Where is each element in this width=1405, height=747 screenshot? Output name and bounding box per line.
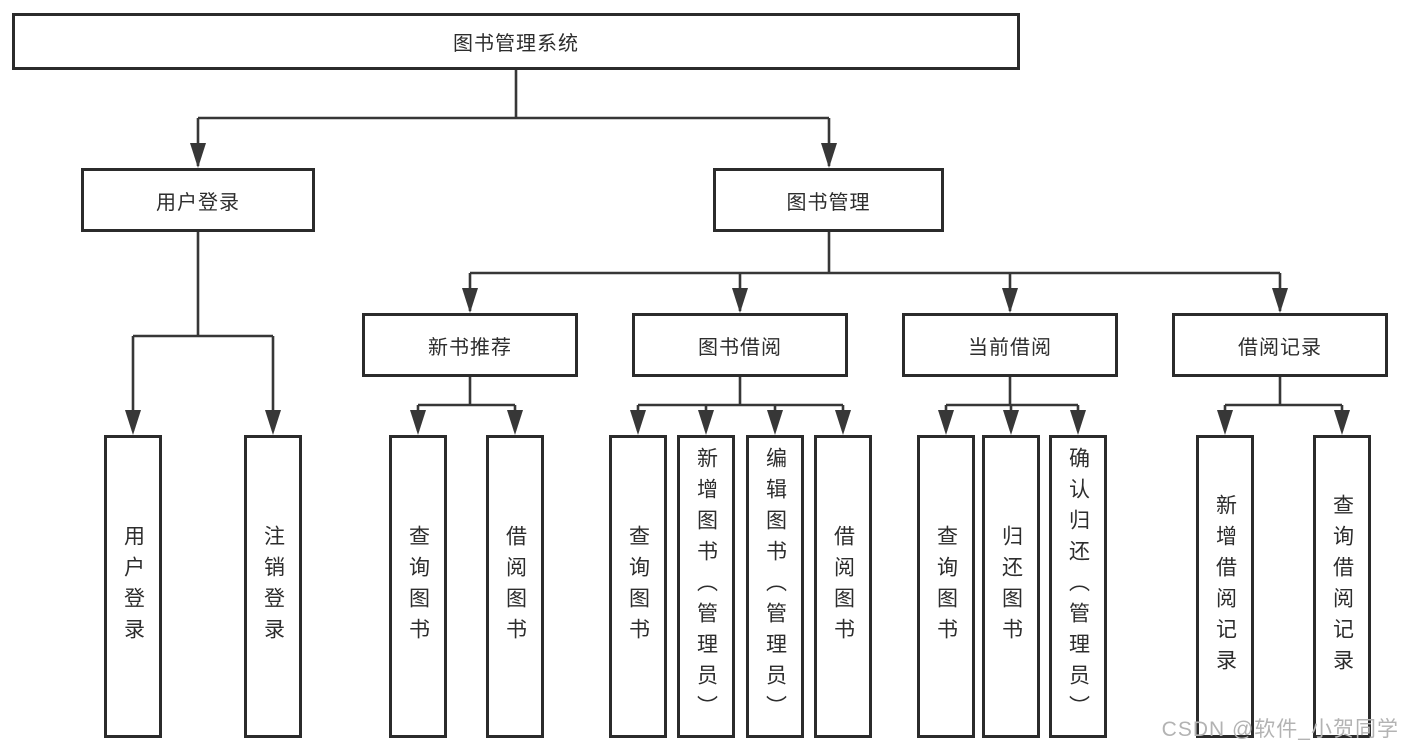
node-label: 当前借阅: [968, 336, 1052, 359]
leaf-borrow-book: 借阅图书: [814, 435, 872, 738]
leaf-borrow-book-recommend: 借阅图书: [486, 435, 544, 738]
node-label: 用户登录: [156, 191, 240, 214]
leaf-edit-book-admin: 编辑图书（管理员）: [746, 435, 804, 738]
node-borrow-records: 借阅记录: [1172, 313, 1388, 377]
node-label: 借阅图书: [503, 524, 527, 649]
node-label: 图书管理: [786, 191, 871, 214]
node-label: 注销登录: [261, 524, 285, 649]
leaf-query-book-recommend: 查询图书: [389, 435, 447, 738]
node-label: 查询图书: [626, 524, 650, 649]
node-label: 图书借阅: [698, 336, 782, 359]
node-label: 借阅图书: [831, 524, 855, 649]
leaf-query-borrow-record: 查询借阅记录: [1313, 435, 1371, 738]
node-label: 图书管理系统: [453, 33, 579, 55]
node-book-management: 图书管理: [713, 168, 944, 232]
leaf-add-borrow-record: 新增借阅记录: [1196, 435, 1254, 738]
node-new-book-recommend: 新书推荐: [362, 313, 578, 377]
leaf-user-login: 用户登录: [104, 435, 162, 738]
node-label: 编辑图书（管理员）: [763, 447, 787, 726]
node-user-login: 用户登录: [81, 168, 315, 232]
node-label: 归还图书: [999, 524, 1023, 649]
csdn-watermark: CSDN @软件_小贺同学: [1161, 718, 1399, 741]
node-library-management-system: 图书管理系统: [12, 13, 1020, 70]
leaf-query-book-current: 查询图书: [917, 435, 975, 738]
leaf-query-book-borrow: 查询图书: [609, 435, 667, 738]
node-label: 新增图书（管理员）: [694, 447, 718, 726]
node-label: 新增借阅记录: [1213, 493, 1237, 680]
node-label: 用户登录: [121, 524, 145, 649]
node-label: 查询图书: [406, 524, 430, 649]
node-label: 新书推荐: [428, 336, 512, 359]
leaf-add-book-admin: 新增图书（管理员）: [677, 435, 735, 738]
arrowhead-icons: [125, 143, 1350, 435]
leaf-logout: 注销登录: [244, 435, 302, 738]
node-book-borrow: 图书借阅: [632, 313, 848, 377]
node-label: 借阅记录: [1238, 336, 1322, 359]
node-label: 查询图书: [934, 524, 958, 649]
leaf-return-book: 归还图书: [982, 435, 1040, 738]
node-label: 确认归还（管理员）: [1066, 447, 1090, 726]
leaf-confirm-return-admin: 确认归还（管理员）: [1049, 435, 1107, 738]
node-current-borrow: 当前借阅: [902, 313, 1118, 377]
node-label: 查询借阅记录: [1330, 493, 1354, 680]
